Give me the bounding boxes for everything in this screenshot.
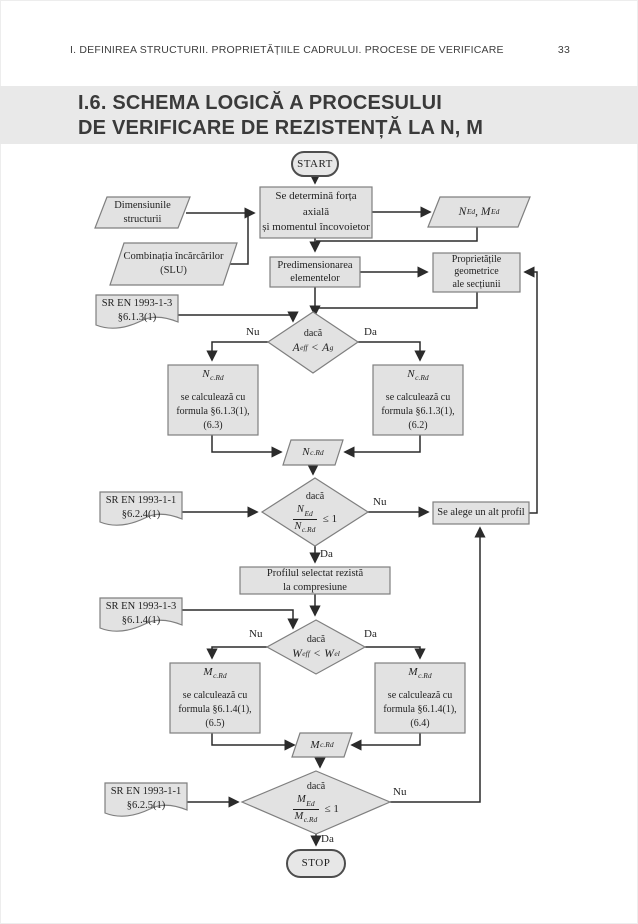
se-alege-process-shape bbox=[432, 501, 530, 525]
ref625-label: SR EN 1993-1-1 §6.2.5(1) bbox=[110, 785, 182, 811]
edge-d3-da bbox=[365, 646, 426, 660]
section-title: I.6. SCHEMA LOGICĂ A PROCESULUI DE VERIF… bbox=[78, 91, 483, 141]
d1-branch-nu: Nu bbox=[246, 326, 260, 338]
combinatia-io-shape bbox=[109, 242, 238, 286]
start-label: START bbox=[297, 157, 333, 170]
ned-decision-shape bbox=[260, 477, 370, 547]
start-terminator-shape bbox=[291, 151, 339, 177]
edge-combinatia-junction bbox=[229, 213, 249, 265]
edge-d4-nu-to-sealege bbox=[390, 526, 486, 803]
edge-mcleft-to-io bbox=[211, 733, 296, 751]
connector-edges bbox=[178, 173, 538, 847]
edge-d1-da bbox=[358, 341, 426, 362]
se-determina-process-shape bbox=[259, 186, 373, 239]
edge-nedmed-down bbox=[316, 227, 478, 242]
ncrd-nu-label: Nc.Rd se calculează cu formula §6.1.3(1)… bbox=[176, 367, 250, 432]
d2-branch-nu: Nu bbox=[373, 496, 387, 508]
d4-branch-da: Da bbox=[321, 833, 334, 845]
mcrd-nu-label: Mc.Rd se calculează cu formula §6.1.4(1)… bbox=[178, 665, 252, 730]
running-header: I. DEFINIREA STRUCTURII. PROPRIETĂȚIILE … bbox=[70, 44, 504, 56]
edge-ref613-to-diamond1 bbox=[178, 311, 299, 323]
page-header: I. DEFINIREA STRUCTURII. PROPRIETĂȚIILE … bbox=[70, 44, 570, 56]
profilul-label: Profilul selectat rezistă la compresiune bbox=[266, 568, 364, 593]
flowchart-shapes bbox=[94, 151, 531, 878]
dimensiunile-label: Dimensiunile structurii bbox=[114, 199, 171, 225]
proprietatile-label: Proprietățile geometrice ale secțiunii bbox=[451, 253, 502, 290]
dimensiunile-io-shape bbox=[94, 196, 191, 229]
mcrd-da-process-shape bbox=[374, 662, 466, 734]
stop-label: STOP bbox=[301, 857, 331, 870]
section-title-line1: I.6. SCHEMA LOGICĂ A PROCESULUI bbox=[78, 92, 443, 114]
ref614-label: SR EN 1993-1-3 §6.1.4(1) bbox=[105, 600, 177, 626]
edge-d1-nu bbox=[206, 341, 268, 362]
page-number: 33 bbox=[557, 44, 570, 56]
section-title-line2: DE VERIFICARE DE REZISTENȚĂ LA N, M bbox=[78, 117, 484, 139]
ncrd-da-label: Nc.Rd se calculează cu formula §6.1.3(1)… bbox=[381, 367, 455, 432]
stop-terminator-shape bbox=[286, 849, 346, 878]
aeff-decision-shape bbox=[266, 311, 360, 374]
mcrd-nu-process-shape bbox=[169, 662, 261, 734]
ncrd-da-process-shape bbox=[372, 364, 464, 436]
proprietatile-process-shape bbox=[432, 252, 521, 293]
edge-mcright-to-io bbox=[350, 733, 421, 751]
edge-d3-nu bbox=[206, 646, 267, 660]
edge-ncright-to-io bbox=[343, 435, 421, 458]
med-decision-shape bbox=[240, 770, 392, 835]
weff-decision-shape bbox=[265, 619, 367, 675]
edge-ncleft-to-io bbox=[211, 435, 283, 458]
nedmed-io-shape bbox=[427, 196, 531, 228]
ref614-document-shape bbox=[99, 597, 183, 632]
ref624-label: SR EN 1993-1-1 §6.2.4(1) bbox=[105, 494, 177, 520]
ncrd-nu-process-shape bbox=[167, 364, 259, 436]
ref613-document-shape bbox=[95, 294, 179, 329]
d3-branch-da: Da bbox=[364, 628, 377, 640]
predimensionarea-process-shape bbox=[269, 256, 361, 288]
ref624-document-shape bbox=[99, 491, 183, 526]
ref625-document-shape bbox=[104, 782, 188, 817]
edge-ref614-to-diamond3 bbox=[182, 609, 299, 630]
se-determina-label: Se determină forța axială și momentul în… bbox=[262, 189, 370, 234]
d1-branch-da: Da bbox=[364, 326, 377, 338]
ref613-label: SR EN 1993-1-3 §6.1.3(1) bbox=[101, 297, 173, 323]
combinatia-label: Combinația încărcărilor (SLU) bbox=[123, 251, 224, 276]
mcrd-io-shape bbox=[291, 732, 353, 758]
se-alege-label: Se alege un alt profil bbox=[437, 507, 525, 519]
d4-branch-nu: Nu bbox=[393, 786, 407, 798]
d3-branch-nu: Nu bbox=[249, 628, 263, 640]
edge-proprietatile-down bbox=[317, 292, 478, 309]
edge-sealege-to-proprietati bbox=[523, 266, 538, 514]
predimensionarea-label: Predimensionarea elementelor bbox=[277, 259, 353, 284]
profilul-process-shape bbox=[239, 566, 391, 595]
d2-branch-da: Da bbox=[320, 548, 333, 560]
med-decision-label: dacă MEd Mc.Rd ≤ 1 bbox=[293, 781, 339, 824]
ned-decision-label: dacă NEd Nc.Rd ≤ 1 bbox=[292, 491, 338, 534]
mcrd-da-label: Mc.Rd se calculează cu formula §6.1.4(1)… bbox=[383, 665, 457, 730]
ncrd-io-shape bbox=[282, 439, 344, 466]
section-title-band: I.6. SCHEMA LOGICĂ A PROCESULUI DE VERIF… bbox=[0, 86, 638, 144]
